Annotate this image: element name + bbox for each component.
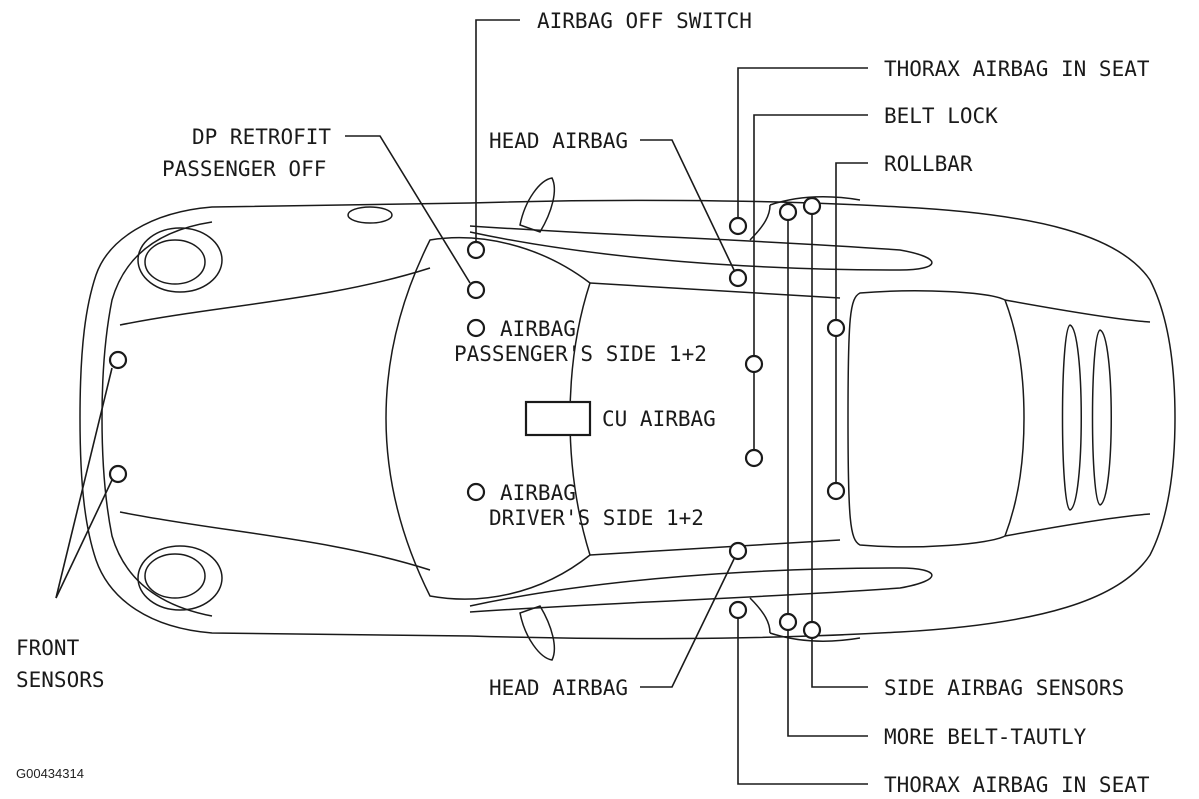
label-dp-retrofit-2: PASSENGER OFF <box>162 157 326 181</box>
thorax-airbag-top-marker <box>728 216 748 236</box>
airbag-passenger-marker <box>466 318 486 338</box>
label-dp-retrofit-1: DP RETROFIT <box>192 125 331 149</box>
belt-tautly-top-marker <box>778 202 798 222</box>
airbag-off-switch-marker <box>466 240 486 260</box>
head-airbag-top-marker <box>728 268 748 288</box>
rollbar-upper-marker <box>826 318 846 338</box>
belt-lock-upper-marker <box>744 354 764 374</box>
label-front-sensors-1: FRONT <box>16 636 80 660</box>
label-thorax-airbag-top: THORAX AIRBAG IN SEAT <box>884 57 1150 81</box>
airbag-driver-marker <box>466 482 486 502</box>
car-outline <box>79 177 1176 661</box>
label-side-airbag-sensors: SIDE AIRBAG SENSORS <box>884 676 1124 700</box>
label-airbag-passenger-1: AIRBAG <box>500 317 576 341</box>
label-head-airbag-top: HEAD AIRBAG <box>489 129 628 153</box>
front-sensor-lower-marker <box>108 464 128 484</box>
thorax-airbag-bottom-marker <box>728 600 748 620</box>
belt-tautly-bottom-marker <box>778 612 798 632</box>
label-more-belt-tautly: MORE BELT-TAUTLY <box>884 725 1087 749</box>
belt-lock-lower-marker <box>744 448 764 468</box>
label-cu-airbag: CU AIRBAG <box>602 407 716 431</box>
component-markers <box>108 196 846 640</box>
labels: AIRBAG OFF SWITCH THORAX AIRBAG IN SEAT … <box>16 9 1150 797</box>
leader-lines <box>55 19 868 785</box>
label-head-airbag-bottom: HEAD AIRBAG <box>489 676 628 700</box>
label-airbag-driver-2: DRIVER'S SIDE 1+2 <box>489 506 704 530</box>
rollbar-lower-marker <box>826 481 846 501</box>
front-sensor-upper-marker <box>108 350 128 370</box>
figure-id: G00434314 <box>16 766 84 781</box>
side-sensor-bottom-marker <box>802 620 822 640</box>
label-rollbar: ROLLBAR <box>884 152 973 176</box>
label-airbag-driver-1: AIRBAG <box>500 481 576 505</box>
label-front-sensors-2: SENSORS <box>16 668 105 692</box>
label-thorax-airbag-bottom: THORAX AIRBAG IN SEAT <box>884 773 1150 797</box>
label-airbag-passenger-2: PASSENGER'S SIDE 1+2 <box>454 342 707 366</box>
label-belt-lock: BELT LOCK <box>884 104 998 128</box>
label-airbag-off-switch: AIRBAG OFF SWITCH <box>537 9 752 33</box>
side-sensor-top-marker <box>802 196 822 216</box>
head-airbag-bottom-marker <box>728 541 748 561</box>
cu-airbag-box <box>524 400 592 437</box>
dp-retrofit-marker <box>466 280 486 300</box>
